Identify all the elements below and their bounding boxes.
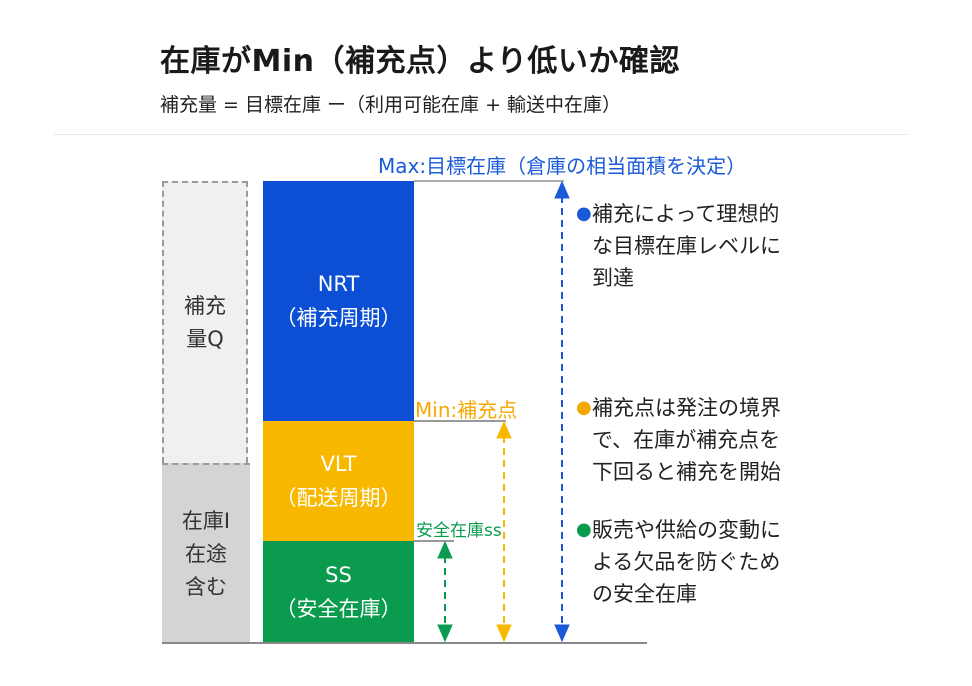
- side-bottom-line3: 含む: [185, 574, 227, 599]
- bullet-dot-yellow: ●: [576, 397, 592, 418]
- nrt-label: NRT: [317, 272, 360, 296]
- max-level-label: Max:目標在庫（倉庫の相当面積を決定）: [378, 154, 747, 178]
- side-bottom-line2: 在途: [185, 541, 227, 566]
- note-max-line1: 補充によって理想的: [592, 202, 780, 226]
- note-ss-line2: よる欠品を防ぐため: [592, 550, 781, 574]
- formula-subtitle: 補充量 = 目標在庫 ー（利用可能在庫 + 輸送中在庫）: [160, 94, 622, 116]
- note-min-line3: 下回ると補充を開始: [592, 460, 781, 484]
- side-top-line2: 量Q: [186, 327, 224, 351]
- vlt-label: VLT: [320, 452, 357, 476]
- baseline: [162, 642, 647, 644]
- min-level-label: Min:補充点: [415, 398, 518, 422]
- note-max: ● 補充によって理想的 な目標在庫レベルに 到達: [576, 198, 781, 294]
- note-ss-line3: の安全在庫: [592, 582, 697, 606]
- page-title: 在庫がMin（補充点）より低いか確認: [160, 44, 680, 79]
- note-min-line1: 補充点は発注の境界: [592, 396, 781, 420]
- note-max-line2: な目標在庫レベルに: [592, 234, 781, 258]
- nrt-block: NRT （補充周期）: [263, 181, 414, 421]
- min-level-line: [414, 420, 506, 422]
- ss-label: SS: [325, 563, 352, 587]
- ss-sublabel: （安全在庫）: [275, 597, 402, 621]
- replenishment-quantity-block: 補充 量Q: [162, 181, 248, 463]
- bullet-dot-green: ●: [576, 519, 592, 540]
- divider: [54, 134, 908, 135]
- note-max-line3: 到達: [592, 266, 634, 290]
- ss-level-label: 安全在庫ss: [416, 521, 502, 541]
- vlt-sublabel: （配送周期）: [275, 486, 402, 510]
- note-min: ● 補充点は発注の境界 で、在庫が補充点を 下回ると補充を開始: [576, 392, 781, 488]
- note-min-line2: で、在庫が補充点を: [592, 428, 781, 452]
- ss-level-line: [414, 540, 454, 542]
- ss-arrow: [437, 540, 453, 643]
- max-arrow: [554, 180, 570, 643]
- ss-block: SS （安全在庫）: [263, 541, 414, 643]
- note-ss-line1: 販売や供給の変動に: [592, 518, 781, 542]
- note-ss: ● 販売や供給の変動に よる欠品を防ぐため の安全在庫: [576, 514, 781, 610]
- side-top-line1: 補充: [184, 294, 226, 318]
- bullet-dot-blue: ●: [576, 203, 592, 224]
- vlt-block: VLT （配送周期）: [263, 421, 414, 541]
- nrt-sublabel: （補充周期）: [275, 306, 402, 330]
- min-arrow: [496, 420, 512, 643]
- max-level-line: [414, 180, 564, 182]
- side-bottom-line1: 在庫I: [181, 508, 231, 533]
- current-inventory-block: 在庫I 在途 含む: [162, 463, 250, 643]
